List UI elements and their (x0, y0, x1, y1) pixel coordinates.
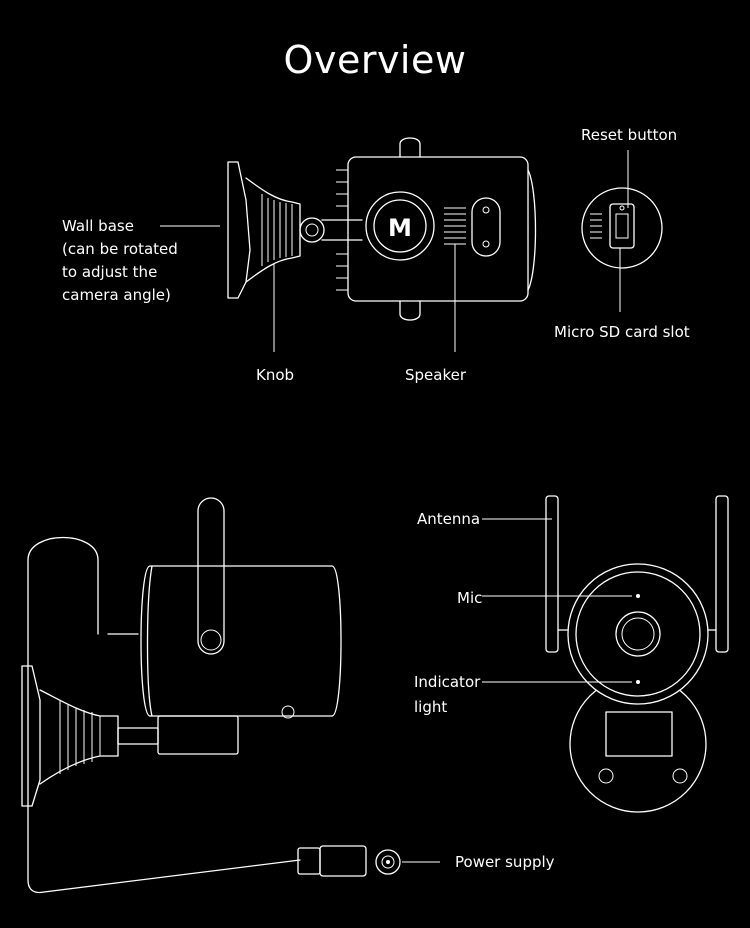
wall-base-line-2: (can be rotated (62, 240, 178, 258)
logo-icon: M (388, 214, 412, 242)
antenna-left (545, 495, 559, 653)
label-micro-sd: Micro SD card slot (554, 323, 690, 341)
label-power-supply: Power supply (455, 853, 555, 871)
camera-cable-view (21, 497, 401, 894)
wall-base-plate (227, 161, 251, 299)
speaker-grille (444, 207, 466, 245)
label-knob: Knob (256, 366, 295, 384)
dc-plug (297, 847, 321, 875)
wall-base-line-3: to adjust the (62, 263, 158, 281)
label-indicator-light: Indicator light (414, 671, 480, 719)
mic-dot (636, 594, 640, 598)
indicator-dot (636, 680, 640, 684)
label-reset-button: Reset button (581, 126, 678, 144)
base-ribs-2 (59, 700, 101, 774)
page-title: Overview (283, 38, 467, 82)
knob (299, 217, 325, 243)
lens (615, 611, 661, 657)
label-mic: Mic (457, 589, 483, 607)
antenna-right (715, 495, 729, 653)
sd-slot-detail (581, 187, 663, 269)
indicator-line-1: Indicator (414, 673, 481, 691)
camera-side-view (227, 137, 537, 321)
camera-body (347, 156, 529, 302)
camera-front-view (545, 495, 729, 813)
lens-hub (365, 191, 435, 261)
label-antenna: Antenna (417, 510, 481, 528)
label-wall-base: Wall base (can be rotated to adjust the … (62, 215, 178, 307)
wall-base-line-1: Wall base (62, 217, 134, 235)
base-ribs (261, 194, 293, 266)
heat-fins (336, 169, 348, 291)
label-speaker: Speaker (405, 366, 467, 384)
indicator-line-2: light (414, 698, 448, 716)
power-cable (27, 536, 301, 894)
antenna-side (197, 497, 225, 655)
power-jack (375, 849, 401, 875)
wall-base-line-4: camera angle) (62, 286, 171, 304)
